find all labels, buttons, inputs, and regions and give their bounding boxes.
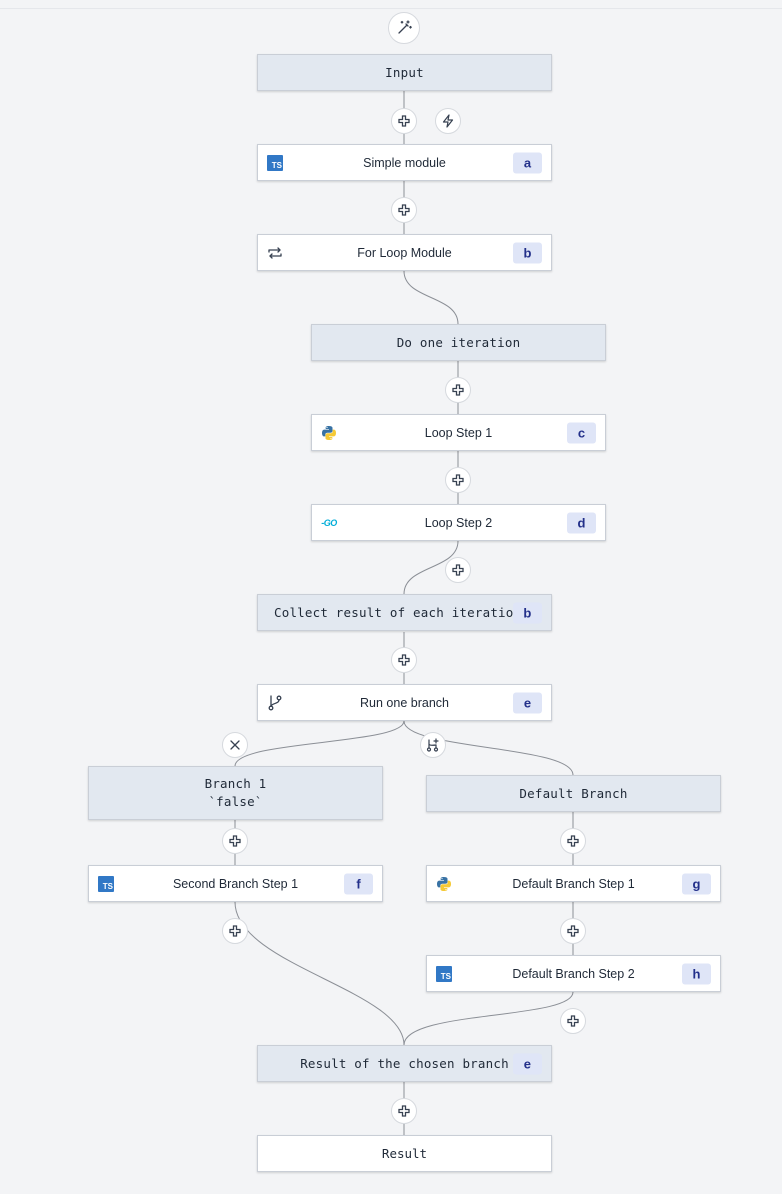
step-id-badge: e bbox=[513, 1053, 542, 1074]
close-icon bbox=[230, 740, 240, 750]
trigger-button[interactable] bbox=[435, 108, 461, 134]
plus-icon bbox=[398, 204, 410, 216]
node-label: Do one iteration bbox=[396, 334, 521, 350]
step-id-badge: d bbox=[567, 512, 596, 533]
plus-icon bbox=[398, 115, 410, 127]
plus-icon bbox=[452, 384, 464, 396]
second-branch-step-1-node[interactable]: TS Second Branch Step 1 f bbox=[88, 865, 383, 902]
edge bbox=[403, 270, 459, 325]
ai-flow-button[interactable] bbox=[388, 12, 420, 44]
add-step-button[interactable] bbox=[222, 918, 248, 944]
plus-icon bbox=[398, 1105, 410, 1117]
plus-icon bbox=[452, 564, 464, 576]
node-label: Simple module bbox=[363, 155, 446, 170]
collect-results-node[interactable]: Collect result of each iteration b bbox=[257, 594, 552, 631]
add-step-button[interactable] bbox=[445, 377, 471, 403]
add-step-button[interactable] bbox=[560, 1008, 586, 1034]
magic-wand-icon bbox=[398, 20, 412, 34]
python-icon bbox=[320, 424, 338, 442]
python-icon bbox=[435, 875, 453, 893]
result-node[interactable]: Result bbox=[257, 1135, 552, 1172]
top-divider bbox=[0, 8, 782, 9]
node-label: Loop Step 2 bbox=[424, 515, 493, 530]
simple-module-node[interactable]: TS Simple module a bbox=[257, 144, 552, 181]
node-label: Run one branch bbox=[360, 695, 449, 710]
add-step-button[interactable] bbox=[391, 108, 417, 134]
loop-step-2-node[interactable]: -GO Loop Step 2 d bbox=[311, 504, 606, 541]
node-label: Loop Step 1 bbox=[424, 425, 493, 440]
add-step-button[interactable] bbox=[391, 1098, 417, 1124]
edge bbox=[234, 901, 405, 1046]
node-label: Input bbox=[385, 64, 424, 80]
typescript-icon: TS bbox=[97, 875, 115, 893]
plus-icon bbox=[229, 925, 241, 937]
node-label: Result bbox=[381, 1145, 428, 1161]
add-step-button[interactable] bbox=[222, 828, 248, 854]
step-id-badge: b bbox=[513, 242, 542, 263]
node-label: For Loop Module bbox=[357, 245, 452, 260]
add-branch-button[interactable] bbox=[420, 732, 446, 758]
lightning-bolt-icon bbox=[442, 114, 454, 128]
add-step-button[interactable] bbox=[445, 557, 471, 583]
plus-icon bbox=[567, 925, 579, 937]
run-one-branch-node[interactable]: Run one branch e bbox=[257, 684, 552, 721]
plus-icon bbox=[567, 835, 579, 847]
node-label: Collect result of each iteration bbox=[274, 604, 522, 620]
loop-iteration-node[interactable]: Do one iteration bbox=[311, 324, 606, 361]
plus-icon bbox=[229, 835, 241, 847]
node-label: Second Branch Step 1 bbox=[172, 876, 299, 891]
step-id-badge: h bbox=[682, 963, 711, 984]
step-id-badge: c bbox=[567, 422, 596, 443]
step-id-badge: g bbox=[682, 873, 711, 894]
add-step-button[interactable] bbox=[560, 828, 586, 854]
node-label: Default Branch Step 1 bbox=[512, 876, 635, 891]
add-step-button[interactable] bbox=[391, 197, 417, 223]
typescript-icon: TS bbox=[266, 154, 284, 172]
step-id-badge: a bbox=[513, 152, 542, 173]
add-step-button[interactable] bbox=[560, 918, 586, 944]
plus-icon bbox=[567, 1015, 579, 1027]
add-step-button[interactable] bbox=[445, 467, 471, 493]
step-id-badge: e bbox=[513, 692, 542, 713]
edge bbox=[234, 720, 405, 767]
node-label: Branch 1 `false` bbox=[204, 776, 267, 809]
branch-1-node[interactable]: Branch 1 `false` bbox=[88, 766, 383, 820]
typescript-icon: TS bbox=[435, 965, 453, 983]
add-step-button[interactable] bbox=[391, 647, 417, 673]
branch-result-node[interactable]: Result of the chosen branch e bbox=[257, 1045, 552, 1082]
default-branch-node[interactable]: Default Branch bbox=[426, 775, 721, 812]
edge bbox=[403, 991, 574, 1046]
loop-arrows-icon bbox=[266, 244, 284, 262]
loop-step-1-node[interactable]: Loop Step 1 c bbox=[311, 414, 606, 451]
go-icon: -GO bbox=[321, 517, 337, 528]
for-loop-node[interactable]: For Loop Module b bbox=[257, 234, 552, 271]
git-branch-icon bbox=[266, 694, 284, 712]
default-branch-step-1-node[interactable]: Default Branch Step 1 g bbox=[426, 865, 721, 902]
node-label: Default Branch bbox=[519, 785, 628, 801]
node-label: Result of the chosen branch bbox=[300, 1055, 509, 1071]
step-id-badge: f bbox=[344, 873, 373, 894]
node-label: Default Branch Step 2 bbox=[512, 966, 635, 981]
add-branch-icon bbox=[426, 738, 439, 752]
plus-icon bbox=[398, 654, 410, 666]
remove-branch-button[interactable] bbox=[222, 732, 248, 758]
default-branch-step-2-node[interactable]: TS Default Branch Step 2 h bbox=[426, 955, 721, 992]
plus-icon bbox=[452, 474, 464, 486]
input-node[interactable]: Input bbox=[257, 54, 552, 91]
step-id-badge: b bbox=[513, 602, 542, 623]
